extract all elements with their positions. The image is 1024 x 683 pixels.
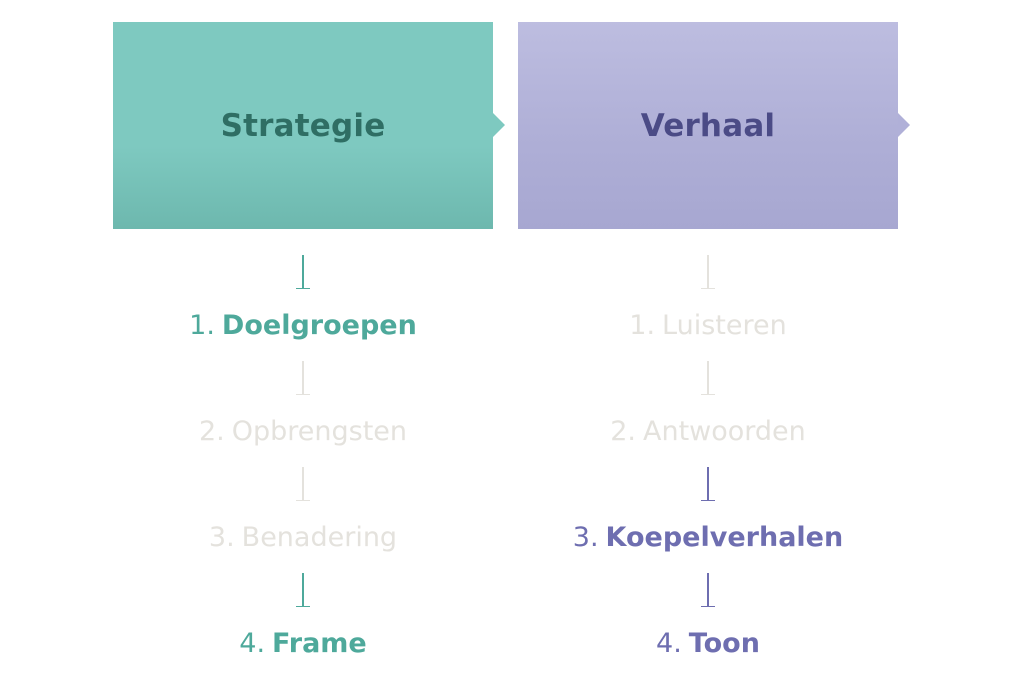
step-label: Koepelverhalen — [605, 521, 844, 553]
connector-foot — [701, 393, 715, 395]
connector-foot — [296, 393, 310, 395]
connector-stem — [302, 467, 304, 500]
connector-foot — [296, 605, 310, 607]
arrow-right-icon — [898, 113, 910, 137]
verhaal-box: Verhaal — [518, 22, 910, 229]
step-number: 4. — [239, 627, 266, 659]
connector-foot — [701, 605, 715, 607]
step-number: 1. — [629, 309, 656, 341]
step-number: 1. — [189, 309, 215, 341]
step-number: 2. — [610, 415, 636, 447]
step-number: 3. — [208, 521, 235, 553]
connector-foot — [701, 287, 715, 289]
connector-arrow-icon — [296, 467, 310, 501]
step-item: 4.Toon — [518, 607, 898, 679]
step-item: 2.Antwoorden — [518, 395, 898, 467]
connector-arrow-icon — [296, 573, 310, 607]
step-item: 3.Benadering — [113, 501, 493, 573]
step-item: 4.Frame — [113, 607, 493, 679]
connector-stem — [302, 255, 304, 288]
strategie-steps: 1.Doelgroepen 2.Opbrengsten 3.Benadering 4.… — [113, 255, 493, 679]
connector-arrow-icon — [296, 255, 310, 289]
connector-stem — [707, 573, 709, 606]
step-item: 3.Koepelverhalen — [518, 501, 898, 573]
connector-stem — [707, 467, 709, 500]
connector-arrow-icon — [701, 467, 715, 501]
step-label: Antwoorden — [642, 415, 806, 447]
connector-stem — [707, 361, 709, 394]
step-item: 1.Doelgroepen — [113, 289, 493, 361]
connector-arrow-icon — [701, 361, 715, 395]
connector-arrow-icon — [296, 361, 310, 395]
step-label: Opbrengsten — [231, 415, 408, 447]
step-label: Doelgroepen — [221, 309, 417, 341]
verhaal-steps: 1.Luisteren 2.Antwoorden 3.Koepelverhalen 4… — [518, 255, 898, 679]
connector-foot — [296, 499, 310, 501]
step-item: 2.Opbrengsten — [113, 395, 493, 467]
connector-arrow-icon — [701, 255, 715, 289]
step-number: 4. — [656, 627, 682, 659]
step-label: Benadering — [241, 521, 398, 553]
connector-stem — [302, 573, 304, 606]
step-label: Frame — [272, 627, 367, 659]
strategie-title: Strategie — [220, 107, 386, 144]
step-number: 2. — [198, 415, 225, 447]
step-label: Toon — [688, 627, 760, 659]
connector-foot — [296, 287, 310, 289]
step-number: 3. — [572, 521, 599, 553]
connector-foot — [701, 499, 715, 501]
arrow-right-icon — [493, 113, 505, 137]
verhaal-title: Verhaal — [640, 107, 776, 144]
step-label: Luisteren — [662, 309, 787, 341]
step-item: 1.Luisteren — [518, 289, 898, 361]
connector-arrow-icon — [701, 573, 715, 607]
connector-stem — [302, 361, 304, 394]
connector-stem — [707, 255, 709, 288]
strategie-box: Strategie — [113, 22, 505, 229]
